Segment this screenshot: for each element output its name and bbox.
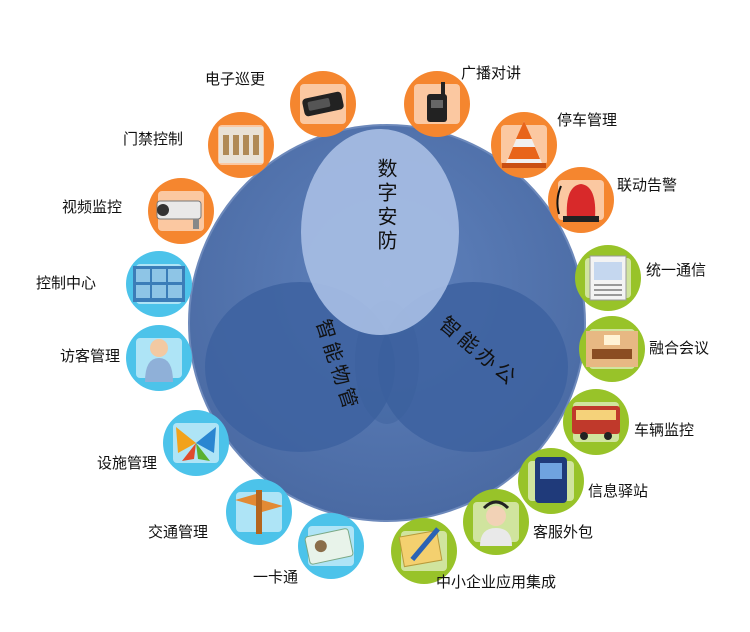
node-sme: 中小企业应用集成 [391, 518, 556, 591]
node-patrol: 电子巡更 [205, 70, 356, 137]
node-uc-label: 统一通信 [646, 261, 706, 279]
node-traffic: 交通管理 [148, 479, 292, 545]
node-access: 门禁控制 [123, 112, 274, 178]
visitor-icon [145, 339, 173, 382]
node-cs: 客服外包 [463, 489, 593, 555]
alarm-siren-icon [556, 184, 599, 222]
walkie-talkie-icon [427, 82, 447, 122]
node-control: 控制中心 [36, 251, 192, 317]
node-card: 一卡通 [253, 513, 364, 586]
control-center-icon [133, 266, 185, 302]
node-kiosk-label: 信息驿站 [588, 482, 648, 500]
patrol-device-icon [302, 91, 344, 117]
node-kiosk: 信息驿站 [518, 448, 648, 514]
node-card-label: 一卡通 [253, 568, 298, 586]
node-alarm: 联动告警 [548, 167, 677, 233]
node-cs-label: 客服外包 [533, 523, 593, 541]
cctv-camera-icon [156, 200, 202, 229]
node-parking: 停车管理 [491, 111, 617, 178]
node-vehicle-label: 车辆监控 [634, 421, 694, 439]
communication-icon [589, 255, 627, 301]
node-video: 视频监控 [62, 178, 214, 244]
notebook-pen-icon [398, 527, 443, 568]
node-alarm-label: 联动告警 [617, 176, 677, 194]
node-radio: 广播对讲 [404, 64, 521, 137]
bus-icon [572, 406, 620, 440]
node-meeting: 融合会议 [579, 316, 709, 382]
node-access-label: 门禁控制 [123, 130, 183, 148]
node-parking-label: 停车管理 [557, 111, 617, 129]
node-vehicle: 车辆监控 [563, 389, 694, 455]
node-facility: 设施管理 [97, 410, 229, 476]
node-patrol-label: 电子巡更 [205, 70, 265, 88]
node-meeting-label: 融合会议 [649, 339, 709, 357]
node-sme-label: 中小企业应用集成 [436, 573, 556, 591]
node-visitor: 访客管理 [60, 325, 192, 391]
node-traffic-label: 交通管理 [148, 523, 208, 541]
node-radio-label: 广播对讲 [461, 64, 521, 82]
traffic-cone-icon [502, 121, 546, 168]
id-card-icon [304, 528, 354, 565]
node-control-label: 控制中心 [36, 274, 96, 292]
access-controller-icon [219, 127, 263, 163]
top-ellipse [301, 129, 459, 335]
node-video-label: 视频监控 [62, 198, 122, 216]
node-visitor-label: 访客管理 [60, 347, 120, 365]
signpost-icon [235, 490, 283, 534]
right-ellipse [378, 282, 568, 452]
meeting-room-icon [586, 331, 638, 367]
node-facility-label: 设施管理 [97, 454, 157, 472]
butterfly-logo-icon [176, 427, 216, 461]
node-uc: 统一通信 [575, 245, 706, 311]
center-top-label: 数字安防 [374, 158, 398, 254]
info-kiosk-icon [535, 457, 567, 503]
customer-service-icon [480, 500, 512, 546]
